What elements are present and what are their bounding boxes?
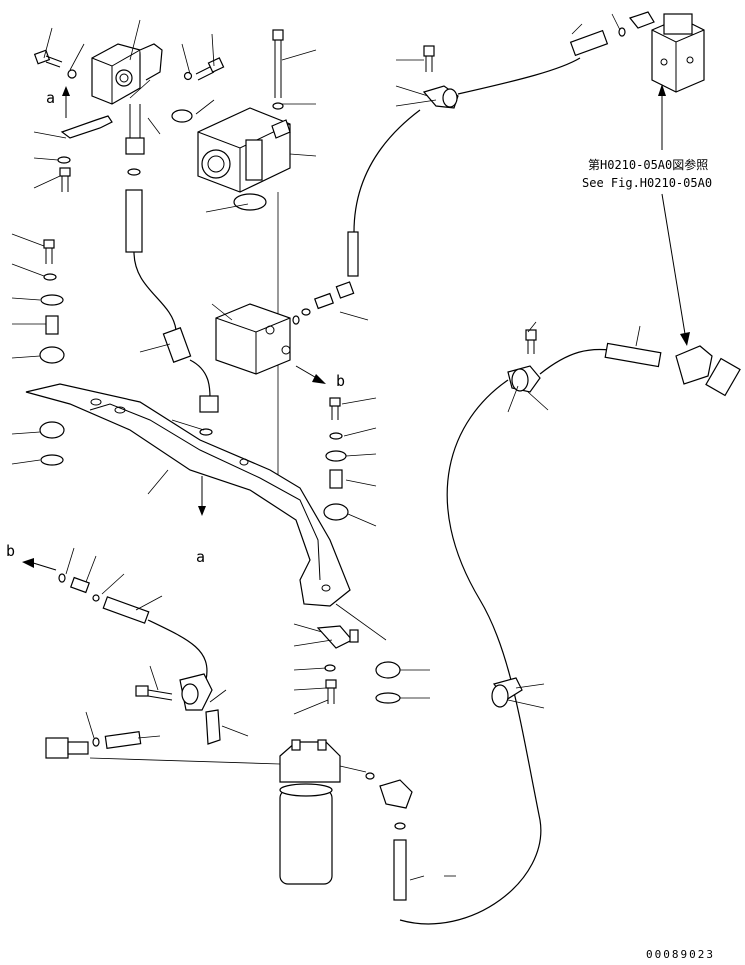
long-bolt-center [272,29,284,98]
view-a-bottom: a [196,476,206,566]
clamp-right [507,329,541,393]
bracket-plate [60,115,113,139]
control-valve-main [197,107,291,193]
washer-left-1 [57,156,71,164]
left-stack-parts [39,239,65,466]
view-label-a-bottom: a [196,548,205,566]
o-ring-upper [127,168,141,176]
filter-outlet-fitting [339,765,413,901]
gasket-center [233,193,267,211]
o-ring-valve [171,109,193,123]
top-left-valve-group [33,43,225,192]
clamp-center-lower [316,625,401,704]
view-label-a-top: a [46,89,55,107]
view-b-left: b [6,542,57,571]
view-label-b-left: b [6,542,15,560]
reference-note-jp: 第H0210-05A0図参照 [588,157,708,172]
reference-note: 第H0210-05A0図参照 See Fig.H0210-05A0 [582,84,712,346]
bolt-upper-right [195,57,225,81]
fitting-bottom-left [45,731,281,765]
oil-filter [279,739,341,885]
hose-lower-left [58,573,208,681]
washer-upper-left [67,69,77,79]
clamp-top [422,45,459,109]
bolt-left-1 [59,167,71,192]
elbow-fitting-right [675,345,741,397]
hose-fitting-right [604,342,662,368]
hose-right-upper [539,348,611,375]
washer-upper-right [183,71,193,81]
hose-left [125,189,219,413]
mounting-bracket-arm [25,383,351,607]
leader-lines [11,13,641,881]
clamp-right-lower [491,677,523,708]
valve-body-upper [91,43,163,105]
pipe-fitting-upper [125,104,145,155]
reference-note-en: See Fig.H0210-05A0 [582,176,712,190]
hose-fitting-top-right [569,29,609,57]
bolt-upper-left [33,49,63,68]
hose-top-right [457,57,581,95]
drawing-number: 00089023 [646,948,715,961]
o-ring-top-right [618,27,626,37]
junction-block [215,303,291,375]
view-label-b-right: b [336,372,345,390]
clamp-left-lower [135,673,221,745]
view-b-right: b [295,365,345,390]
long-hose-right [399,379,542,925]
solenoid-valve-top-right [628,11,705,93]
hose-center [292,109,421,325]
o-ring-hose-left [199,428,213,436]
view-a-top: a [46,86,70,118]
washer-center [272,102,284,110]
right-stack-parts [323,397,349,521]
